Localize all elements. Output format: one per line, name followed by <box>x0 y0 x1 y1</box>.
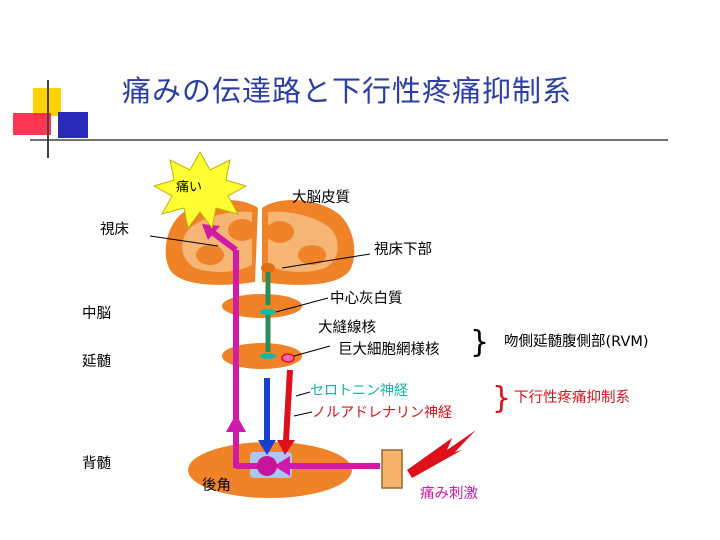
midbrain-label: 中脳 <box>82 306 111 322</box>
raphe-label: 大縫線核 <box>318 320 376 336</box>
thalamus-label: 視床 <box>100 222 129 238</box>
lightning-icon <box>407 430 476 478</box>
serotonin-label: セロトニン神経 <box>310 383 408 399</box>
serotonin-pathway <box>258 378 276 455</box>
pain-label: 痛い <box>176 180 203 195</box>
cortex-label: 大脳皮質 <box>292 190 350 206</box>
starburst-icon <box>152 150 248 230</box>
stimulus-label: 痛み刺激 <box>420 486 478 502</box>
descending-label: 下行性疼痛抑制系 <box>514 390 630 406</box>
giganto-node <box>281 353 295 363</box>
medulla-label: 延髄 <box>82 354 111 370</box>
leader-lines <box>149 235 371 417</box>
hypothalamus-label: 視床下部 <box>374 242 432 258</box>
descending-brace: } <box>492 381 511 416</box>
rvm-brace: } <box>470 325 489 360</box>
midbrain-disc <box>222 294 302 318</box>
pag-label: 中心灰白質 <box>330 291 403 307</box>
noradrenaline-pathway <box>277 369 295 455</box>
dorsal-horn-label: 後角 <box>202 478 231 494</box>
rvm-label: 吻側延髄腹側部(RVM) <box>504 334 649 350</box>
spinal-label: 背髄 <box>82 456 111 472</box>
synapse-node <box>257 456 277 476</box>
giganto-label: 巨大細胞網様核 <box>338 342 440 358</box>
receptor-block <box>381 449 403 489</box>
corner-logo <box>13 80 668 158</box>
pag-node <box>260 309 276 315</box>
page-title: 痛みの伝達路と下行性疼痛抑制系 <box>122 74 573 108</box>
raphe-node <box>260 353 276 359</box>
noradrenaline-label: ノルアドレナリン神経 <box>312 405 452 421</box>
ascending-pathway <box>202 224 380 476</box>
